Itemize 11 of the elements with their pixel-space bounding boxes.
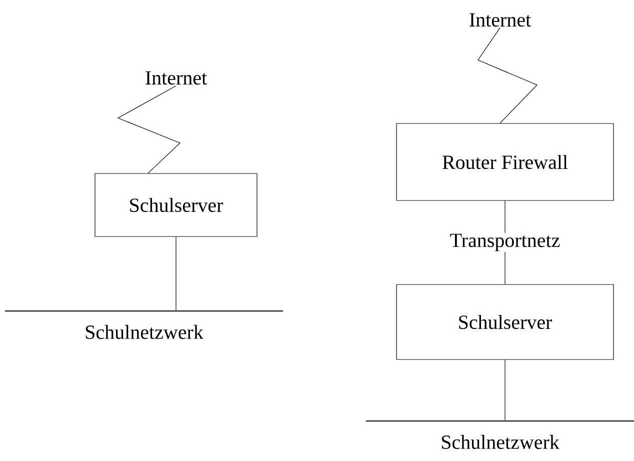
zigzag-line — [117, 86, 181, 174]
connector-line — [504, 360, 506, 421]
zigzag-line — [478, 28, 538, 124]
label-text: Internet — [470, 13, 531, 27]
server-box: Router Firewall — [396, 123, 614, 201]
network-label: Schulnetzwerk — [86, 324, 204, 339]
label-text: Internet — [146, 71, 207, 85]
edge-label: Transportnetz — [448, 232, 562, 252]
server-box: Schulserver — [396, 284, 614, 360]
network-label: Schulnetzwerk — [442, 434, 560, 449]
server-box: Schulserver — [94, 173, 258, 237]
